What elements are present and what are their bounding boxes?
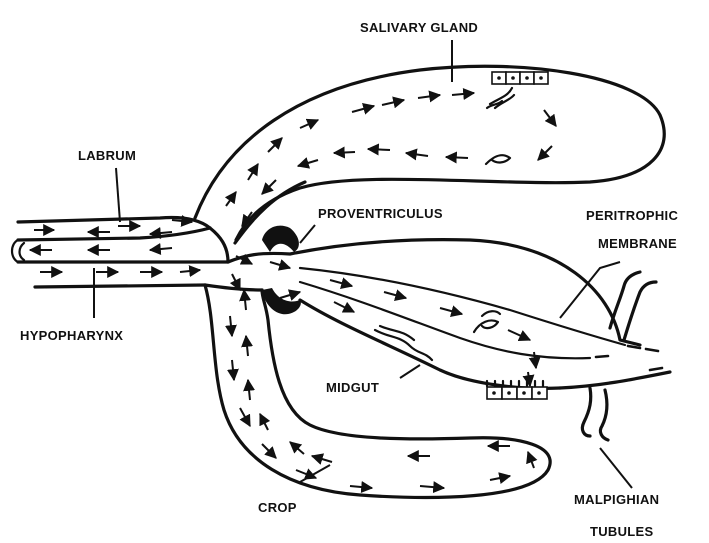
- flow-arrow: [420, 486, 444, 488]
- flow-arrow: [230, 316, 232, 336]
- flow-arrow: [544, 110, 556, 126]
- flow-arrow: [418, 95, 440, 98]
- flow-arrow: [180, 270, 200, 272]
- label-salivary-gland: SALIVARY GLAND: [360, 20, 478, 35]
- flow-arrow: [262, 180, 276, 194]
- trypanosome-icon: [487, 88, 514, 108]
- flow-arrow: [508, 330, 530, 340]
- flow-arrow: [538, 146, 552, 160]
- leader-lines: [94, 40, 632, 488]
- flow-arrow: [490, 476, 510, 480]
- proventriculus: [262, 226, 301, 315]
- flow-arrow: [246, 336, 248, 356]
- flow-arrow: [440, 308, 462, 314]
- salivary-cells: [492, 72, 548, 84]
- flow-arrow: [368, 149, 390, 150]
- flow-arrow: [260, 414, 268, 430]
- label-labrum: LABRUM: [78, 148, 136, 163]
- flow-arrow: [334, 152, 355, 153]
- labels: SALIVARY GLAND LABRUM PROVENTRICULUS PER…: [20, 20, 678, 539]
- flow-arrow: [406, 153, 428, 156]
- flow-arrow: [248, 380, 250, 400]
- flow-arrow: [150, 232, 172, 234]
- flow-arrow: [240, 408, 250, 426]
- label-membrane: MEMBRANE: [598, 236, 677, 251]
- label-hypopharynx: HYPOPHARYNX: [20, 328, 123, 343]
- flow-arrow: [270, 262, 290, 268]
- flow-arrow: [298, 160, 318, 166]
- flow-arrow: [384, 292, 406, 298]
- flow-arrow: [528, 452, 534, 468]
- hypopharynx: [12, 240, 228, 287]
- trypanosome-icon: [486, 155, 510, 164]
- label-crop: CROP: [258, 500, 297, 515]
- flow-arrow: [352, 106, 374, 112]
- flow-arrow: [312, 456, 332, 462]
- flow-arrow: [300, 120, 318, 128]
- flow-arrow: [382, 100, 404, 105]
- flow-arrow: [262, 444, 276, 458]
- flow-arrow: [244, 290, 246, 310]
- flow-arrow: [280, 292, 300, 298]
- label-midgut: MIDGUT: [326, 380, 379, 395]
- label-peritrophic: PERITROPHIC: [586, 208, 678, 223]
- flow-arrow: [452, 93, 474, 95]
- foregut-junction: [210, 228, 228, 262]
- malpighian-tubules: [582, 272, 656, 440]
- flow-arrow: [334, 302, 354, 312]
- midgut-cells: [487, 381, 547, 399]
- label-proventriculus: PROVENTRICULUS: [318, 206, 443, 221]
- flow-arrow: [226, 192, 236, 206]
- flow-arrow: [446, 157, 468, 158]
- flow-arrow: [330, 280, 352, 286]
- label-tubules: TUBULES: [590, 524, 654, 539]
- flow-arrow: [534, 352, 536, 368]
- label-malpighian: MALPIGHIAN: [574, 492, 659, 507]
- flow-arrow: [268, 138, 282, 152]
- trypanosome-icon: [474, 311, 500, 332]
- flow-arrow: [248, 164, 258, 180]
- flow-arrow: [528, 372, 530, 386]
- flow-arrow: [350, 486, 372, 488]
- peritrophic-membrane: [300, 268, 662, 370]
- flow-arrow: [150, 248, 172, 250]
- flow-arrow: [290, 442, 304, 454]
- flow-arrow: [232, 360, 234, 380]
